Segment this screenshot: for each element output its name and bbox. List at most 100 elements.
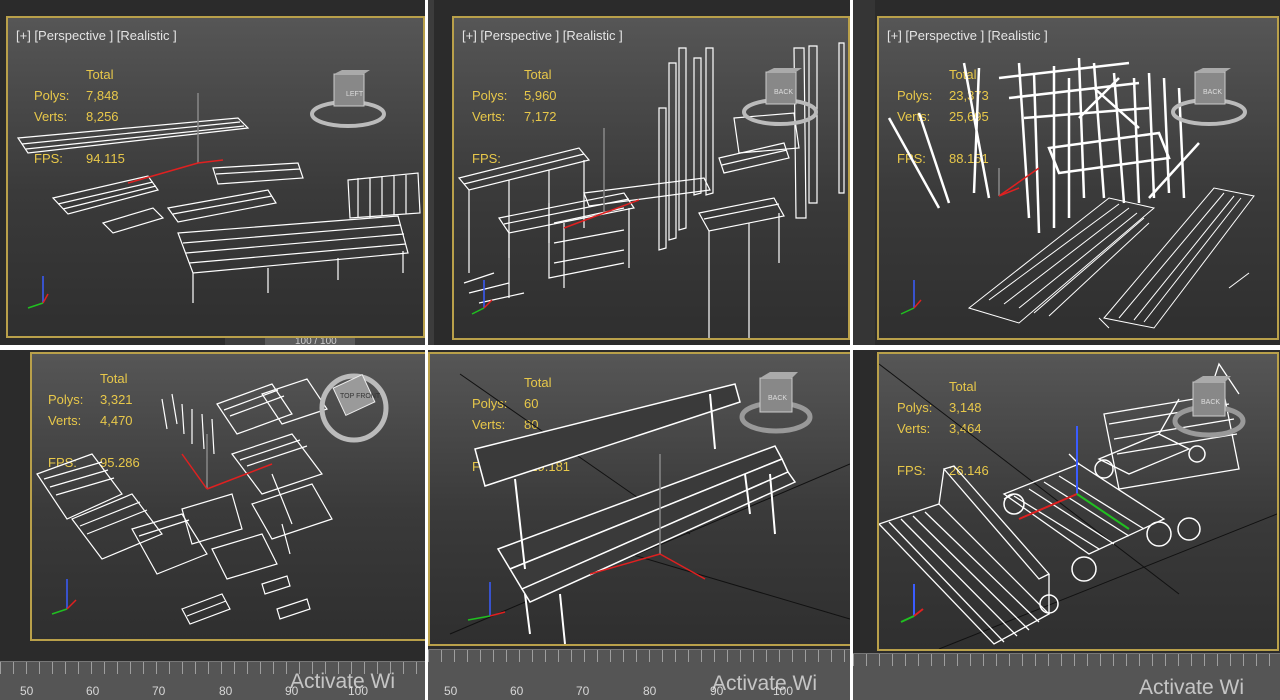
verts-value: 8,256	[86, 109, 119, 124]
viewcube[interactable]: BACK	[1169, 376, 1249, 441]
polys-value: 60	[524, 396, 539, 411]
verts-label: Verts:	[472, 109, 506, 124]
viewcube-label: BACK	[1201, 399, 1220, 406]
verts-value: 4,470	[100, 413, 133, 428]
activate-windows-watermark: Activate Wi	[712, 672, 818, 695]
time-slider[interactable]: 100 / 100	[225, 336, 425, 345]
perspective-viewport-6[interactable]: Total Polys: 3,148 Verts: 3,464 FPS: 26.146	[877, 352, 1279, 651]
timeline-ruler[interactable]: 50 60 70 80 90 100 Activate Wi	[428, 649, 850, 700]
viewcube-label: BACK	[774, 89, 793, 96]
polys-value: 5,960	[524, 88, 557, 103]
fps-value: 95.286	[100, 455, 140, 470]
total-heading: Total	[100, 371, 128, 386]
timeline-ruler[interactable]: Activate Wi	[853, 653, 1280, 700]
viewcube[interactable]: BACK	[736, 372, 816, 437]
viewport-panel-1: 100 / 100 [+] [Perspective ] [Realistic …	[0, 0, 425, 345]
viewcube-icon: LEFT	[310, 70, 386, 128]
verts-label: Verts:	[48, 413, 82, 428]
polys-label: Polys:	[897, 400, 933, 415]
wireframe-scene-6	[879, 362, 1277, 649]
viewcube-label: LEFT	[346, 91, 364, 98]
verts-value: 7,172	[524, 109, 557, 124]
verts-label: Verts:	[34, 109, 68, 124]
viewcube[interactable]: LEFT	[308, 70, 388, 130]
viewcube[interactable]: BACK	[740, 68, 820, 128]
wireframe-scene-3	[887, 57, 1255, 329]
timeline-ticks	[853, 654, 1280, 666]
timeline-ticks	[0, 662, 425, 674]
viewport-panel-4: Total Polys: 3,321 Verts: 4,470 FPS: 95.286	[0, 350, 425, 700]
timeline-number: 100	[773, 684, 794, 698]
timeline-ticks	[428, 650, 850, 662]
total-heading: Total	[524, 67, 552, 82]
total-heading: Total	[524, 375, 552, 390]
perspective-viewport-4[interactable]: Total Polys: 3,321 Verts: 4,470 FPS: 95.286	[30, 352, 425, 641]
timeline-number: 50	[20, 684, 34, 698]
viewcube[interactable]: TOP FRONT	[314, 364, 394, 444]
viewport-panel-2: [+] [Perspective ] [Realistic ] Total Po…	[428, 0, 850, 345]
polys-value: 3,148	[949, 400, 982, 415]
viewcube-icon: TOP FRONT	[319, 373, 389, 443]
fps-value: 94.115	[86, 151, 125, 166]
time-slider-label: 100 / 100	[295, 336, 337, 345]
viewport-panel-5: Total Polys:60 Verts:80 FPS:119.181	[428, 350, 850, 700]
viewport-panel-3: [+] [Perspective ] [Realistic ] Total Po…	[853, 0, 1280, 345]
viewport-panel-6: Total Polys: 3,148 Verts: 3,464 FPS: 26.146	[853, 350, 1280, 700]
perspective-viewport-5[interactable]: Total Polys:60 Verts:80 FPS:119.181	[428, 352, 850, 646]
viewcube-icon: BACK	[1172, 376, 1246, 438]
timeline-number: 80	[643, 684, 657, 698]
timeline-ruler[interactable]: 50 60 70 80 90 100 Activate Wi	[0, 661, 425, 700]
polys-label: Polys:	[34, 88, 70, 103]
timeline-number: 90	[710, 684, 724, 698]
viewport-menu-label[interactable]: [+] [Perspective ] [Realistic ]	[462, 28, 623, 43]
polys-label: Polys:	[472, 396, 508, 411]
timeline-number: 50	[444, 684, 458, 698]
total-heading: Total	[949, 379, 977, 394]
wireframe-scene-2	[457, 42, 845, 338]
viewcube-label: BACK	[1203, 89, 1222, 96]
timeline-number: 90	[285, 684, 299, 698]
fps-label: FPS:	[897, 463, 926, 478]
wireframe-scene-1	[16, 93, 421, 309]
timeline-number: 70	[152, 684, 166, 698]
verts-label: Verts:	[472, 417, 506, 432]
perspective-viewport-1[interactable]: [+] [Perspective ] [Realistic ] Total Po…	[6, 16, 425, 338]
fps-value: 26.146	[949, 463, 989, 478]
perspective-viewport-2[interactable]: [+] [Perspective ] [Realistic ] Total Po…	[452, 16, 850, 340]
fps-label: FPS:	[48, 455, 77, 470]
timeline-numbers: 50 60 70 80 90 100	[0, 682, 425, 698]
viewcube-icon: BACK	[1171, 68, 1247, 126]
scene-statistics: Total Polys:5,960 Verts:7,172 FPS:	[472, 64, 557, 169]
wireframe-scene-5	[449, 373, 850, 644]
total-heading: Total	[949, 67, 977, 82]
total-heading: Total	[86, 67, 114, 82]
polys-label: Polys:	[48, 392, 84, 407]
viewport-edge	[853, 0, 875, 345]
viewport-menu-label[interactable]: [+] [Perspective ] [Realistic ]	[16, 28, 177, 43]
wireframe-scene-4	[36, 378, 333, 625]
viewcube[interactable]: BACK	[1169, 68, 1249, 128]
timeline-number: 70	[576, 684, 590, 698]
verts-label: Verts:	[897, 421, 931, 436]
timeline-numbers: 50 60 70 80 90 100	[428, 682, 850, 698]
fps-label: FPS:	[34, 151, 63, 166]
polys-label: Polys:	[472, 88, 508, 103]
viewcube-label: TOP FRONT	[340, 393, 381, 400]
verts-value: 25,695	[949, 109, 989, 124]
viewcube-label: BACK	[768, 395, 787, 402]
viewport-menu-label[interactable]: [+] [Perspective ] [Realistic ]	[887, 28, 1048, 43]
viewcube-icon: BACK	[739, 372, 813, 434]
timeline-number: 100	[348, 684, 369, 698]
viewport-edge	[428, 0, 434, 345]
perspective-viewport-3[interactable]: [+] [Perspective ] [Realistic ] Total Po…	[877, 16, 1279, 340]
fps-value: 88.151	[949, 151, 989, 166]
polys-value: 3,321	[100, 392, 133, 407]
verts-value: 3,464	[949, 421, 982, 436]
timeline-number: 80	[219, 684, 233, 698]
time-slider-thumb[interactable]	[265, 338, 355, 345]
timeline-number: 60	[86, 684, 100, 698]
polys-value: 7,848	[86, 88, 119, 103]
polys-label: Polys:	[897, 88, 933, 103]
viewcube-icon: BACK	[742, 68, 818, 126]
scene-statistics: Total Polys: 3,148 Verts: 3,464 FPS: 26.146	[897, 376, 989, 481]
